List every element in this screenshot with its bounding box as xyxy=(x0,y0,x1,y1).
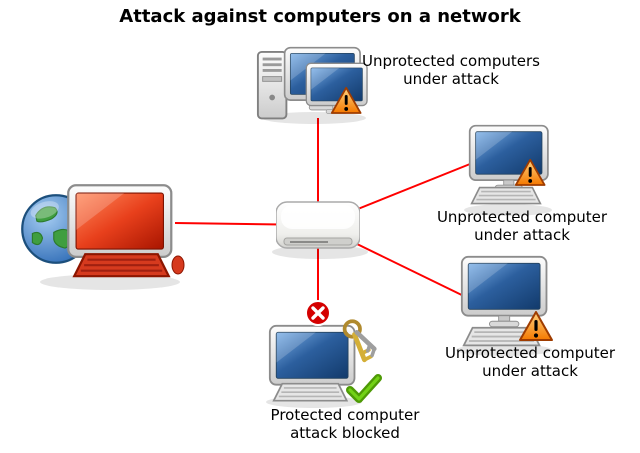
label-line: under attack xyxy=(403,70,499,88)
protected-computer-group xyxy=(268,321,378,402)
diagram-title: Attack against computers on a network xyxy=(119,6,521,27)
tower-pc-icon xyxy=(256,50,288,120)
label-line: under attack xyxy=(474,226,570,244)
right-lower-computer-group xyxy=(460,255,553,347)
blocked-x-icon xyxy=(304,299,332,327)
attacker-computer-group xyxy=(21,184,185,278)
top-computers-group xyxy=(256,46,368,120)
label-protected-computer: Protected computer attack blocked xyxy=(253,406,437,442)
label-line: under attack xyxy=(482,362,578,380)
label-line: attack blocked xyxy=(290,424,400,442)
label-right-lower-computer: Unprotected computer under attack xyxy=(444,344,616,380)
label-line: Unprotected computer xyxy=(436,208,608,226)
label-line: Protected computer xyxy=(270,406,420,424)
label-line: Unprotected computer xyxy=(444,344,616,362)
label-line: Unprotected computers xyxy=(362,52,540,70)
right-upper-computer-group xyxy=(468,124,549,205)
attacker-mouse-icon xyxy=(171,255,185,275)
attacker-keyboard-icon xyxy=(73,253,170,278)
label-right-upper-computer: Unprotected computer under attack xyxy=(434,208,610,244)
keyboard-icon xyxy=(470,186,542,205)
label-top-computers: Unprotected computers under attack xyxy=(360,52,542,88)
keyboard-icon xyxy=(272,382,348,402)
network-hub-icon xyxy=(276,201,360,249)
